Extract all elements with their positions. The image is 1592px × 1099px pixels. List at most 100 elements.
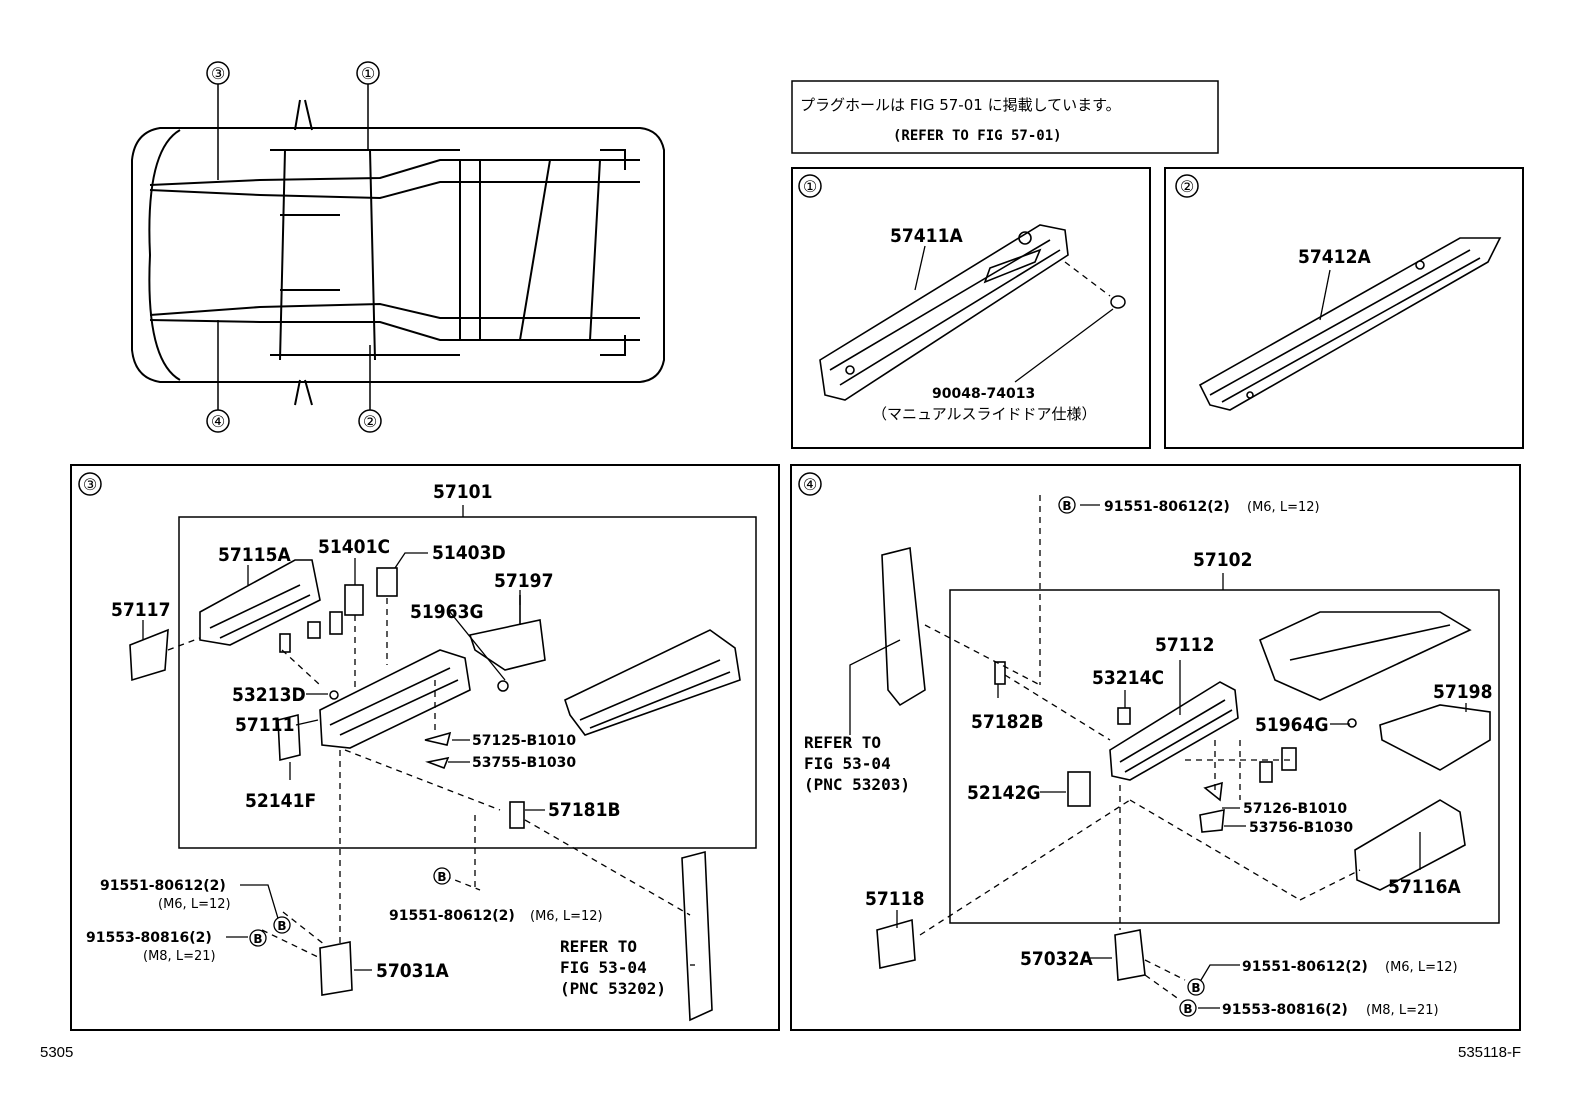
part-53214C-shape [1117,707,1131,725]
label-57031A: 57031A [376,960,449,982]
rail-57412A-shape [1198,237,1502,411]
label-57126-B1010: 57126-B1010 [1243,801,1347,817]
label-53756-B1030: 53756-B1030 [1249,820,1353,836]
panel-1: ① 57411A 90048-74013 （マニュアルスライドドア仕様） [791,167,1151,449]
panel-4: ④ 57102 [790,464,1521,1031]
refer-53203-l1: REFER TO [804,733,881,752]
part-51963G-shape [564,629,741,736]
label-bolt-spec-p4b: (M8, L=21) [1366,1003,1439,1018]
label-53755-B1030: 53755-B1030 [472,755,576,771]
label-bolt-91551-p4: 91551-80612(2) [1242,959,1368,975]
refer-53203-l3: (PNC 53203) [804,775,910,794]
bolt-mark-3: B [437,870,446,884]
label-bolt-spec-p3c: (M6, L=12) [530,909,603,924]
label-bolt-spec-p4a: (M6, L=12) [1385,960,1458,975]
label-51403D: 51403D [432,542,506,564]
label-90048-74013: 90048-74013 [932,386,1035,402]
label-bolt-91553-p3: 91553-80816(2) [86,930,212,946]
refer-53202-l1: REFER TO [560,937,637,956]
label-52142G: 52142G [967,782,1041,804]
label-57182B: 57182B [971,711,1044,733]
label-57101: 57101 [433,481,492,503]
label-57116A: 57116A [1388,876,1461,898]
part-57117-shape [129,628,169,682]
vehicle-overview [131,99,665,406]
panel-1-tag: ① [803,177,817,196]
note-line-2: (REFER TO FIG 57-01) [893,128,1062,144]
label-53213D: 53213D [232,684,306,706]
panel-2: ② 57412A [1164,167,1524,449]
label-57117: 57117 [111,599,170,621]
footer-right-code: 535118-F [1458,1044,1521,1061]
label-plug-note: （マニュアルスライドドア仕様） [872,405,1097,423]
part-57115A-shape [199,559,321,646]
bolt-mark-1: B [277,919,286,933]
bolt-mark-4: B [1062,499,1071,513]
note-box: プラグホールは FIG 57-01 に掲載しています。 (REFER TO FI… [791,80,1219,154]
upper-rail-shape [1258,611,1472,701]
refer-53203-l2: FIG 53-04 [804,754,891,773]
label-bolt-spec-p3a: (M6, L=12) [158,897,231,912]
pillar-53203-shape [881,547,926,707]
part-57031A-shape [319,941,353,996]
part-57182B-shape [994,661,1006,685]
label-51963G: 51963G [410,601,484,623]
label-57181B: 57181B [548,799,621,821]
label-57118: 57118 [865,888,924,910]
label-bolt-spec-p3b: (M8, L=21) [143,949,216,964]
pillar-53202-shape [681,850,713,1022]
label-57032A: 57032A [1020,948,1093,970]
part-51401C-shape [344,584,364,616]
rail-57411A-shape [819,224,1069,401]
label-57112: 57112 [1155,634,1214,656]
label-57198: 57198 [1433,681,1492,703]
footer-left-code: 5305 [40,1044,73,1061]
panel-2-tag: ② [1180,177,1194,196]
part-57197-shape [468,619,546,671]
note-line-1: プラグホールは FIG 57-01 に掲載しています。 [800,96,1121,114]
part-51403D-shape [376,567,398,597]
bolt-mark-2: B [253,932,262,946]
label-57197: 57197 [494,570,553,592]
bolt-mark-5: B [1191,981,1200,995]
label-51401C: 51401C [318,536,390,558]
part-57116A-shape [1354,799,1466,891]
callout-2: ② [363,412,377,431]
label-57111: 57111 [235,714,294,736]
bolt-marks-panel3: B B B [249,867,451,947]
callout-3: ③ [211,64,225,83]
overview-callouts: ③ ① ④ ② [206,61,382,433]
label-bolt-91551-top: 91551-80612(2) [1104,499,1230,515]
part-57126-shape [1203,781,1223,802]
label-bolt-91551-p3b: 91551-80612(2) [389,908,515,924]
part-57125-shape [424,731,452,746]
label-51964G: 51964G [1255,714,1329,736]
panel-4-tag: ④ [803,475,817,494]
part-52141F-shape [277,713,301,762]
label-53214C: 53214C [1092,667,1164,689]
part-57111-shape [319,649,471,749]
label-57411A: 57411A [890,225,963,247]
label-bolt-spec-top: (M6, L=12) [1247,500,1320,515]
bolt-marks-panel4: B B B [1058,496,1205,1017]
part-57198-shape [1379,704,1491,771]
part-57118-shape [876,918,916,969]
label-57115A: 57115A [218,544,291,566]
part-53755-shape [425,756,450,770]
part-57181B-shape [509,801,525,829]
label-57412A: 57412A [1298,246,1371,268]
callout-4: ④ [211,412,225,431]
refer-53202-l2: FIG 53-04 [560,958,647,977]
bolt-mark-6: B [1183,1002,1192,1016]
panel-3: ③ 57101 [70,464,780,1031]
panel-3-tag: ③ [83,475,97,494]
label-bolt-91553-p4: 91553-80816(2) [1222,1002,1348,1018]
label-bolt-91551-p3a: 91551-80612(2) [100,878,226,894]
label-57125-B1010: 57125-B1010 [472,733,576,749]
part-57112-shape [1109,681,1239,781]
part-53756-shape [1199,808,1225,833]
refer-53202-l3: (PNC 53202) [560,979,666,998]
part-57032A-shape [1114,929,1146,981]
label-57102: 57102 [1193,549,1252,571]
